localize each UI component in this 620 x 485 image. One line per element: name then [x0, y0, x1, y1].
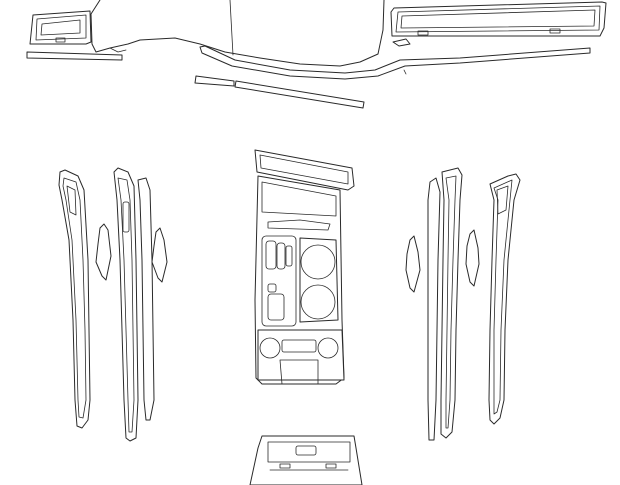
- right-front-door-trim: [405, 167, 463, 441]
- rear-console-vent: [249, 435, 363, 485]
- left-rear-door-trim: [58, 169, 112, 429]
- right-rear-door-trim: [465, 173, 521, 425]
- left-front-door-trim: [113, 167, 168, 442]
- dashboard-main-panel: [90, 0, 385, 67]
- dashboard-lower-strips: [194, 45, 591, 109]
- center-console: [254, 149, 355, 385]
- dashboard-left-vent-panel: [26, 10, 123, 61]
- dashboard-right-trim: [390, 1, 607, 47]
